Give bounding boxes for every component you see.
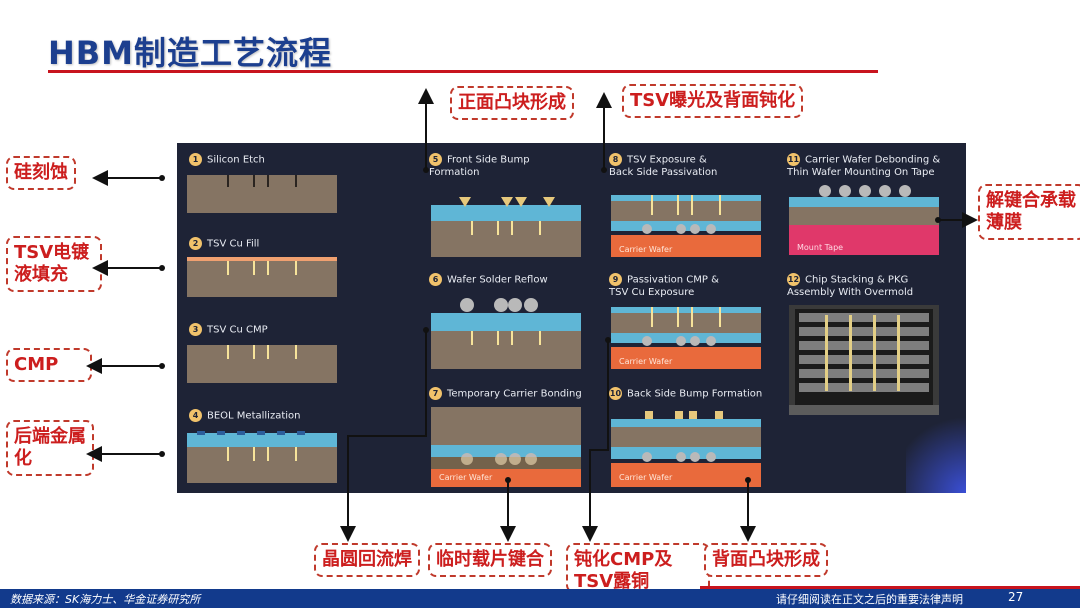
- step-3-image: [187, 345, 337, 383]
- step-7-carrier-text: Carrier Wafer: [439, 473, 493, 482]
- arrow-dot: [745, 477, 751, 483]
- arrow-dot: [505, 477, 511, 483]
- tag-tsv-exposure: TSV曝光及背面钝化: [622, 84, 804, 118]
- arrow-dot: [935, 217, 941, 223]
- tag-silicon-etch: 硅刻蚀: [6, 156, 76, 190]
- footer-bar: [0, 589, 1080, 608]
- footer-stripe: [700, 586, 1080, 589]
- arrow-dot: [159, 175, 165, 181]
- step-10-carrier-text: Carrier Wafer: [619, 473, 673, 482]
- arrow-dot: [601, 167, 607, 173]
- step-10-image: Carrier Wafer: [611, 411, 761, 487]
- footer-disclaimer: 请仔细阅读在正文之后的重要法律声明: [776, 593, 963, 606]
- arrow-dot: [159, 363, 165, 369]
- step-2-image: [187, 257, 337, 297]
- step-6-image: [431, 298, 581, 369]
- step-9-image: Carrier Wafer: [611, 307, 761, 369]
- step-11-tape-text: Mount Tape: [797, 243, 844, 252]
- page-title: HBM制造工艺流程: [48, 34, 333, 72]
- arrow-reflow: [340, 330, 427, 542]
- tag-back-bump: 背面凸块形成: [704, 543, 828, 577]
- step-1-image: [187, 175, 337, 213]
- step-9-carrier-text: Carrier Wafer: [619, 357, 673, 366]
- arrow-dot: [605, 337, 611, 343]
- title-underline: [48, 70, 878, 73]
- tag-debond: 解键合承载薄膜: [978, 184, 1080, 240]
- tag-cmp: CMP: [6, 348, 92, 382]
- step-4-image: [187, 431, 337, 483]
- arrow-dot: [423, 167, 429, 173]
- step-8-image: Carrier Wafer: [611, 195, 761, 257]
- step-11-image: Mount Tape: [789, 185, 939, 255]
- footer-source: 数据来源：SK海力士、华金证券研究所: [10, 593, 201, 606]
- step-12-image: [789, 305, 939, 415]
- tag-reflow: 晶圆回流焊: [314, 543, 420, 577]
- step-8-carrier-text: Carrier Wafer: [619, 245, 673, 254]
- arrow-passivation: [582, 340, 609, 542]
- arrow-dot: [159, 451, 165, 457]
- arrow-dot: [423, 327, 429, 333]
- page-number: 27: [1008, 590, 1024, 604]
- step-5-image: [431, 197, 581, 257]
- tag-temp-bond: 临时载片键合: [428, 543, 552, 577]
- tag-front-bump: 正面凸块形成: [450, 86, 574, 120]
- tag-beol: 后端金属化: [6, 420, 94, 476]
- arrow-dot: [159, 265, 165, 271]
- panel-glow: [906, 403, 966, 493]
- step-7-image: Carrier Wafer: [431, 407, 581, 487]
